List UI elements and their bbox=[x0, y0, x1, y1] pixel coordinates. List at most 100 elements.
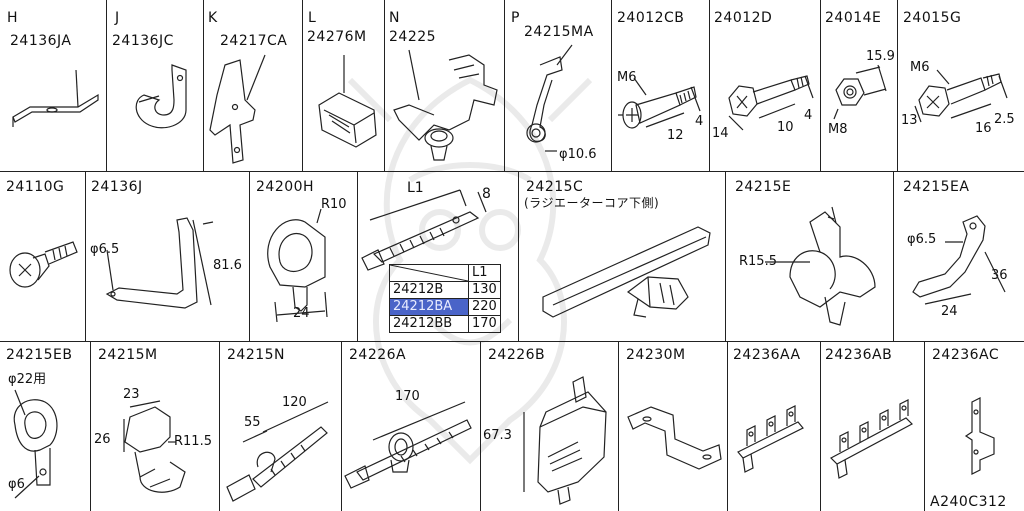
clamp-drawing bbox=[314, 55, 384, 150]
table-header-row: L1 bbox=[389, 264, 501, 282]
part-number[interactable]: 24136JC bbox=[112, 33, 174, 49]
part-cell-24226A[interactable]: 24226A 170 bbox=[341, 342, 480, 511]
part-number[interactable]: 24136JA bbox=[10, 33, 72, 49]
table-part-cell-selected[interactable]: 24212BA bbox=[389, 298, 469, 316]
table-row[interactable]: 24212BB 170 bbox=[389, 315, 501, 333]
part-cell-24276M[interactable]: L 24276M bbox=[302, 0, 384, 171]
dim-label: 55 bbox=[244, 415, 261, 430]
part-number[interactable]: 24136J bbox=[91, 179, 143, 195]
col-divider bbox=[203, 0, 204, 171]
part-cell-24215MA[interactable]: P 24215MA φ10.6 bbox=[504, 0, 611, 171]
part-number[interactable]: 24225 bbox=[389, 29, 437, 45]
col-divider bbox=[90, 341, 91, 511]
part-number[interactable]: 24236AA bbox=[733, 347, 801, 363]
part-number[interactable]: 24215E bbox=[735, 179, 792, 195]
clip-drawing bbox=[512, 45, 607, 155]
cable-tie-drawing bbox=[345, 392, 477, 502]
part-number[interactable]: 24215C bbox=[526, 179, 584, 195]
part-cell-24236AB[interactable]: 24236AB bbox=[820, 342, 924, 511]
table-part-cell[interactable]: 24212BB bbox=[389, 315, 469, 333]
part-number[interactable]: 24012CB bbox=[617, 10, 685, 26]
part-cell-24212B-series[interactable]: L1 8 L1 24212B 130 24212BA 220 24212 bbox=[357, 172, 518, 341]
dim-label: φ6 bbox=[8, 477, 25, 492]
dim-label: 15.9 bbox=[866, 49, 895, 64]
part-cell-24230M[interactable]: 24230M bbox=[618, 342, 727, 511]
part-cell-24225[interactable]: N 24225 bbox=[384, 0, 504, 171]
part-number[interactable]: 24217CA bbox=[220, 33, 288, 49]
part-cell-24215C[interactable]: 24215C (ラジエーターコア下側) bbox=[518, 172, 725, 341]
col-divider bbox=[518, 171, 519, 341]
dim-label: 8 bbox=[482, 186, 491, 202]
part-number[interactable]: 24215EB bbox=[6, 347, 73, 363]
part-number[interactable]: 24215EA bbox=[903, 179, 970, 195]
part-number[interactable]: 24015G bbox=[903, 10, 962, 26]
nut-drawing bbox=[830, 65, 892, 125]
part-cell-24215E[interactable]: 24215E R15.5 bbox=[725, 172, 893, 341]
part-number[interactable]: 24236AB bbox=[825, 347, 893, 363]
table-l1-cell: 220 bbox=[468, 298, 501, 316]
part-cell-24236AC[interactable]: 24236AC bbox=[924, 342, 1024, 492]
part-cell-24215EA[interactable]: 24215EA φ6.5 36 24 bbox=[893, 172, 1024, 341]
col-divider bbox=[893, 171, 894, 341]
part-number[interactable]: 24215M bbox=[98, 347, 158, 363]
part-cell-24015G[interactable]: 24015G M6 13 16 2.5 bbox=[897, 0, 1024, 171]
col-divider bbox=[611, 0, 612, 171]
table-row[interactable]: 24212BA 220 bbox=[389, 298, 501, 316]
clamp-drawing bbox=[110, 397, 210, 507]
part-cell-24136JC[interactable]: J 24136JC bbox=[106, 0, 203, 171]
dim-label: 23 bbox=[123, 387, 140, 402]
table-part-cell[interactable]: 24212B bbox=[389, 281, 469, 299]
part-cell-24215EB[interactable]: 24215EB φ22用 φ6 bbox=[0, 342, 90, 511]
part-cell-24012D[interactable]: 24012D 14 10 4 bbox=[709, 0, 820, 171]
bolt-drawing bbox=[909, 70, 1019, 135]
holder-drawing bbox=[389, 50, 501, 168]
part-cell-24226B[interactable]: 24226B 67.3 bbox=[480, 342, 618, 511]
part-number[interactable]: 24276M bbox=[307, 29, 367, 45]
dim-label: φ22用 bbox=[8, 372, 47, 387]
bracket-drawing bbox=[623, 397, 723, 482]
table-row[interactable]: 24212B 130 bbox=[389, 281, 501, 299]
part-number[interactable]: 24226B bbox=[488, 347, 546, 363]
dim-label: 16 bbox=[975, 121, 992, 136]
part-cell-24012CB[interactable]: 24012CB M6 12 4 bbox=[611, 0, 709, 171]
part-number[interactable]: 24236AC bbox=[932, 347, 1000, 363]
col-divider bbox=[727, 341, 728, 511]
part-number[interactable]: 24014E bbox=[825, 10, 882, 26]
col-divider bbox=[219, 341, 220, 511]
part-cell-24136J[interactable]: 24136J φ6.5 81.6 bbox=[85, 172, 249, 341]
part-number[interactable]: 24200H bbox=[256, 179, 315, 195]
dim-label: 13 bbox=[901, 113, 918, 128]
cable-tie-drawing bbox=[223, 397, 338, 507]
part-number[interactable]: 24230M bbox=[626, 347, 686, 363]
part-number[interactable]: 24012D bbox=[714, 10, 773, 26]
col-divider bbox=[480, 341, 481, 511]
holder-drawing bbox=[518, 372, 614, 507]
dim-label: 170 bbox=[395, 389, 420, 404]
part-subtitle: (ラジエーターコア下側) bbox=[524, 196, 660, 210]
part-cell-24215M[interactable]: 24215M 23 26 R11.5 bbox=[90, 342, 219, 511]
part-number[interactable]: 24110G bbox=[6, 179, 65, 195]
part-cell-24236AA[interactable]: 24236AA bbox=[727, 342, 820, 511]
part-cell-24014E[interactable]: 24014E 15.9 M8 bbox=[820, 0, 897, 171]
dim-label: R11.5 bbox=[174, 434, 212, 449]
bolt-drawing bbox=[723, 68, 818, 138]
dim-label: R10 bbox=[321, 197, 347, 212]
dim-label: R15.5 bbox=[739, 254, 777, 269]
dim-label: φ6.5 bbox=[907, 232, 937, 247]
part-cell-24215N[interactable]: 24215N 55 120 bbox=[219, 342, 341, 511]
col-divider bbox=[924, 341, 925, 511]
part-cell-24110G[interactable]: 24110G bbox=[0, 172, 85, 341]
part-letter: L bbox=[308, 10, 317, 26]
part-number[interactable]: 24215MA bbox=[524, 24, 594, 40]
bolt-drawing bbox=[616, 75, 706, 140]
part-cell-24217CA[interactable]: K 24217CA bbox=[203, 0, 302, 171]
part-cell-24200H[interactable]: 24200H R10 24 bbox=[249, 172, 357, 341]
part-number[interactable]: 24215N bbox=[227, 347, 286, 363]
col-divider bbox=[85, 171, 86, 341]
dim-label: 10 bbox=[777, 120, 794, 135]
part-number[interactable]: 24226A bbox=[349, 347, 407, 363]
part-letter: P bbox=[511, 10, 520, 26]
table-l1-cell: 130 bbox=[468, 281, 501, 299]
part-cell-24136JA[interactable]: H 24136JA bbox=[0, 0, 106, 171]
bracket-drawing bbox=[205, 55, 295, 165]
